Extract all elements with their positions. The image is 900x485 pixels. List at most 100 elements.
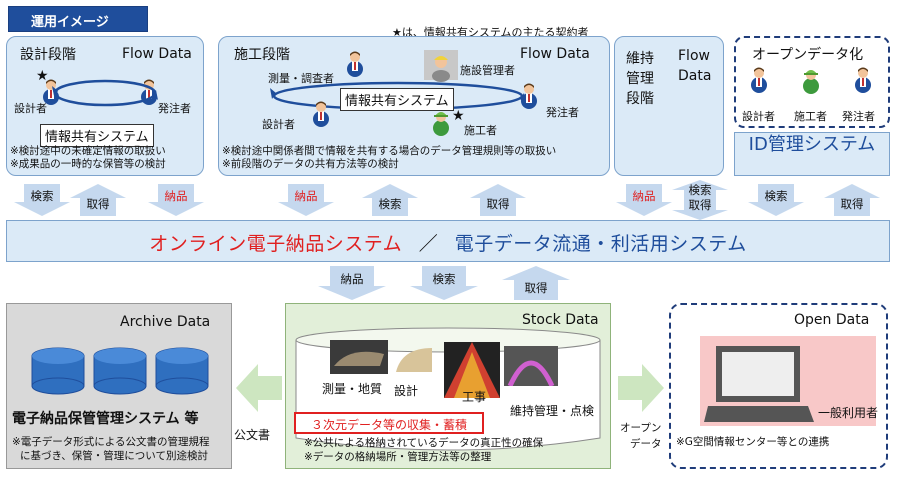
construction-model-image bbox=[444, 342, 500, 398]
maintenance-title-line-3: 段階 bbox=[626, 91, 654, 107]
top-arrow-label: 納品 bbox=[632, 189, 656, 203]
open-data-title: Open Data bbox=[794, 312, 870, 328]
stock-item-design: 設計 bbox=[394, 384, 419, 398]
top-arrow-label: 検索取得 bbox=[688, 183, 712, 212]
surveyor-person-icon bbox=[344, 50, 366, 80]
open-role-constructor: 施工者 bbox=[794, 110, 827, 123]
archive-note-2: に基づき、保管・管理について別途検討 bbox=[20, 450, 208, 462]
design-stage-title: 設計段階 bbox=[20, 47, 76, 63]
online-delivery-system-label: オンライン電子納品システム bbox=[149, 233, 403, 255]
public-document-label: 公文書 bbox=[234, 428, 271, 442]
arrow-shape-icon bbox=[362, 184, 418, 216]
maintenance-stage-panel bbox=[614, 36, 724, 176]
design-cycle-arrow-icon bbox=[52, 79, 158, 107]
open-role-client: 発注者 bbox=[842, 110, 875, 123]
archive-note-1: ※電子データ形式による公文書の管理規程 bbox=[12, 436, 210, 448]
design-star-mark: ★ bbox=[36, 68, 49, 84]
construction-role-facility-manager: 施設管理者 bbox=[460, 64, 515, 77]
top-arrow-label: 取得 bbox=[486, 197, 510, 211]
top-arrow-label: 取得 bbox=[840, 197, 864, 211]
top-arrow-label: 取得 bbox=[86, 197, 110, 211]
construction-role-surveyor: 測量・調査者 bbox=[268, 72, 334, 85]
arrow-shape-icon bbox=[278, 184, 334, 216]
design-flow-data-label: Flow Data bbox=[122, 46, 192, 62]
arrow-shape-icon bbox=[502, 266, 570, 300]
stock-data-title: Stock Data bbox=[522, 312, 599, 328]
star-note: ★は、情報共有システムの主たる契約者 bbox=[392, 26, 589, 39]
arrow-shape-icon bbox=[70, 184, 126, 216]
top-arrow-1: 検索 bbox=[14, 184, 70, 216]
open-constructor-person-icon bbox=[800, 66, 822, 96]
top-arrow-8: 検索取得 bbox=[672, 180, 728, 220]
id-management-system-box: ID管理システム bbox=[734, 132, 890, 176]
design-role-designer: 設計者 bbox=[14, 102, 47, 115]
stock-note-1: ※公共による格納されているデータの真正性の確保 bbox=[304, 437, 544, 449]
top-arrow-9: 検索 bbox=[748, 184, 804, 216]
survey-model-image bbox=[330, 340, 388, 374]
mid-arrow-2: 検索 bbox=[410, 266, 478, 300]
top-arrow-10: 取得 bbox=[824, 184, 880, 216]
stock-highlight-box: ３次元データ等の収集・蓄積 bbox=[294, 412, 484, 434]
construction-flow-data-label: Flow Data bbox=[520, 46, 590, 62]
mid-arrow-3: 取得 bbox=[502, 266, 570, 300]
archive-data-title: Archive Data bbox=[120, 314, 211, 330]
construction-designer-person-icon bbox=[310, 100, 332, 130]
general-user-label: 一般利用者 bbox=[818, 406, 879, 420]
mid-arrow-label: 納品 bbox=[340, 272, 364, 286]
archive-system-label: 電子納品保管管理システム 等 bbox=[12, 411, 199, 427]
maintenance-title-line-1: 維持 bbox=[626, 51, 654, 67]
arrow-to-open-data-icon bbox=[618, 364, 664, 412]
mid-arrow-label: 検索 bbox=[432, 272, 456, 286]
laptop-icon bbox=[704, 346, 814, 422]
top-arrow-2: 取得 bbox=[70, 184, 126, 216]
top-arrow-7: 納品 bbox=[616, 184, 672, 216]
stock-item-construction: 工事 bbox=[462, 390, 487, 404]
facility-manager-person-icon bbox=[424, 50, 458, 82]
open-data-panel bbox=[669, 303, 888, 469]
arrow-to-archive-icon bbox=[236, 364, 282, 412]
design-note-1: ※検討途中の未確定情報の取扱い bbox=[10, 145, 166, 157]
open-data-conversion-title: オープンデータ化 bbox=[752, 47, 864, 63]
top-arrow-label: 検索 bbox=[30, 189, 54, 203]
stock-item-maintenance: 維持管理・点検 bbox=[510, 404, 595, 418]
online-delivery-system-band: オンライン電子納品システム ／ 電子データ流通・利活用システム bbox=[6, 220, 890, 262]
top-arrow-5: 検索 bbox=[362, 184, 418, 216]
top-arrow-3: 納品 bbox=[148, 184, 204, 216]
maintenance-flow-line-1: Flow bbox=[678, 48, 710, 64]
top-arrow-label: 検索 bbox=[378, 197, 402, 211]
construction-stage-title: 施工段階 bbox=[234, 47, 290, 63]
data-distribution-system-label: 電子データ流通・利活用システム bbox=[454, 233, 747, 255]
open-designer-person-icon bbox=[748, 66, 770, 96]
arrow-shape-icon bbox=[824, 184, 880, 216]
open-data-note: ※G空間情報センター等との連携 bbox=[676, 436, 830, 448]
construction-note-1: ※検討途中関係者間で情報を共有する場合のデータ管理規則等の取扱い bbox=[222, 145, 557, 157]
construction-info-share-system: 情報共有システム bbox=[340, 88, 454, 111]
database-icon bbox=[31, 347, 209, 395]
arrow-shape-icon bbox=[14, 184, 70, 216]
arrow-shape-icon bbox=[748, 184, 804, 216]
arrow-shape-icon bbox=[148, 184, 204, 216]
operation-image-tag: 運用イメージ bbox=[8, 6, 148, 32]
mid-arrow-1: 納品 bbox=[318, 266, 386, 300]
arrow-shape-icon bbox=[318, 266, 386, 300]
arrow-shape-icon bbox=[470, 184, 526, 216]
maintenance-model-image bbox=[504, 346, 558, 386]
open-data-arrow-label-2: データ bbox=[630, 438, 662, 450]
open-data-conversion-panel bbox=[734, 36, 890, 128]
arrow-shape-icon bbox=[672, 180, 728, 220]
stock-note-2: ※データの格納場所・管理方法等の整理 bbox=[304, 451, 492, 463]
construction-role-constructor: 施工者 bbox=[464, 124, 497, 137]
open-data-arrow-label-1: オープン bbox=[620, 422, 662, 434]
band-separator: ／ bbox=[418, 233, 439, 255]
top-arrow-4: 納品 bbox=[278, 184, 334, 216]
construction-note-2: ※前段階のデータの共有方法等の検討 bbox=[222, 158, 399, 170]
top-arrow-label: 納品 bbox=[164, 189, 188, 203]
open-client-person-icon bbox=[852, 66, 874, 96]
design-note-2: ※成果品の一時的な保管等の検討 bbox=[10, 158, 166, 170]
maintenance-title-line-2: 管理 bbox=[626, 71, 654, 87]
mid-arrow-label: 取得 bbox=[524, 281, 548, 295]
top-arrow-6: 取得 bbox=[470, 184, 526, 216]
design-info-share-system: 情報共有システム bbox=[40, 124, 154, 147]
maintenance-flow-line-2: Data bbox=[678, 68, 712, 84]
design-role-client: 発注者 bbox=[158, 102, 191, 115]
